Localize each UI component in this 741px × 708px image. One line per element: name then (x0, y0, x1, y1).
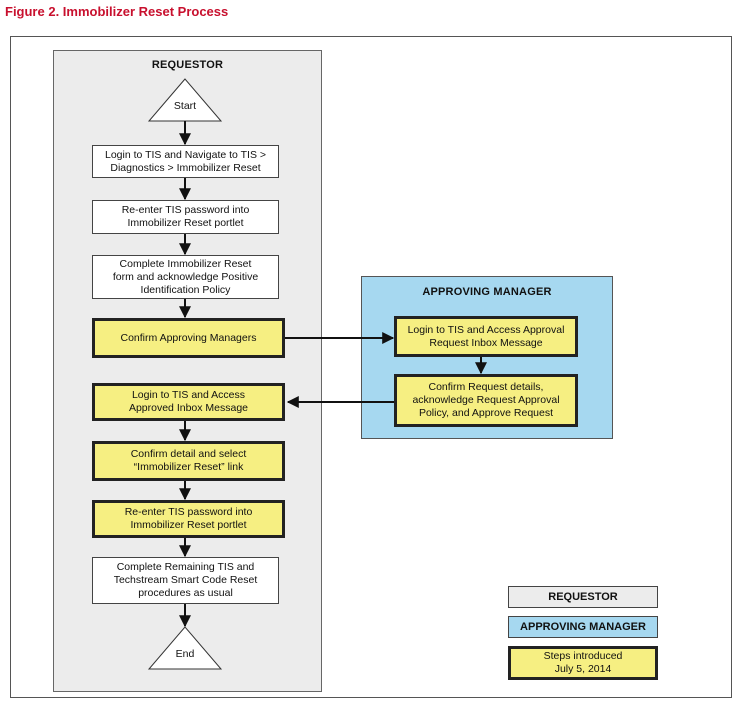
step-confirm-managers: Confirm Approving Managers (92, 318, 285, 358)
step-manager-confirm-approve: Confirm Request details, acknowledge Req… (394, 374, 578, 427)
requestor-lane-title: REQUESTOR (151, 59, 224, 71)
step-manager-login-inbox: Login to TIS and Access Approval Request… (394, 316, 578, 357)
legend-new-steps: Steps introduced July 5, 2014 (508, 646, 658, 680)
legend-approving-manager: APPROVING MANAGER (508, 616, 658, 638)
figure-title: Figure 2. Immobilizer Reset Process (5, 4, 229, 19)
step-complete-remaining: Complete Remaining TIS and Techstream Sm… (92, 557, 279, 604)
approving-manager-lane-title: APPROVING MANAGER (422, 286, 552, 298)
start-label: Start (173, 100, 197, 112)
step-reenter-password-1: Re-enter TIS password into Immobilizer R… (92, 200, 279, 234)
end-label: End (175, 648, 195, 660)
step-login-approved-inbox: Login to TIS and Access Approved Inbox M… (92, 383, 285, 421)
end-terminal (147, 626, 223, 670)
step-complete-form: Complete Immobilizer Reset form and ackn… (92, 255, 279, 299)
step-confirm-detail: Confirm detail and select “Immobilizer R… (92, 441, 285, 481)
step-reenter-password-2: Re-enter TIS password into Immobilizer R… (92, 500, 285, 538)
step-login-navigate: Login to TIS and Navigate to TIS > Diagn… (92, 145, 279, 178)
legend-requestor: REQUESTOR (508, 586, 658, 608)
